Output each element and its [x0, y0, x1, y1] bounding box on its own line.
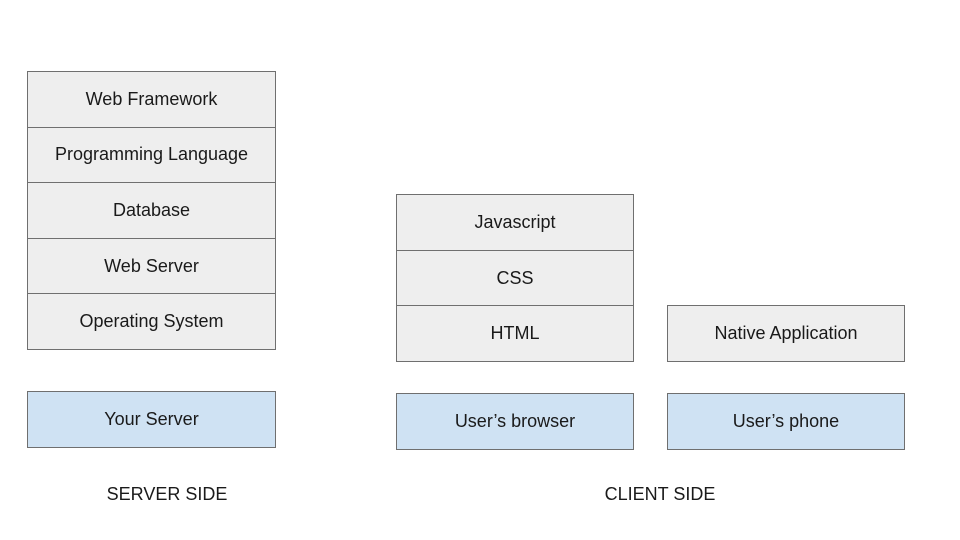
layer-database: Database [28, 182, 275, 238]
layer-css: CSS [397, 249, 633, 306]
client-side-caption: CLIENT SIDE [604, 484, 716, 504]
server-stack: Web Framework Programming Language Datab… [27, 71, 276, 350]
layer-operating-system: Operating System [28, 293, 275, 349]
server-side-caption: SERVER SIDE [106, 484, 228, 504]
layer-html: HTML [397, 305, 633, 361]
your-server-box: Your Server [27, 391, 276, 448]
native-application-box: Native Application [667, 305, 905, 362]
users-browser-box: User’s browser [396, 393, 634, 450]
layer-web-server: Web Server [28, 237, 275, 294]
layer-web-framework: Web Framework [85, 88, 218, 109]
users-phone-box: User’s phone [667, 393, 905, 450]
browser-stack: Javascript CSS HTML [396, 194, 634, 362]
layer-javascript: Javascript [474, 211, 556, 232]
layer-programming-language: Programming Language [28, 126, 275, 183]
